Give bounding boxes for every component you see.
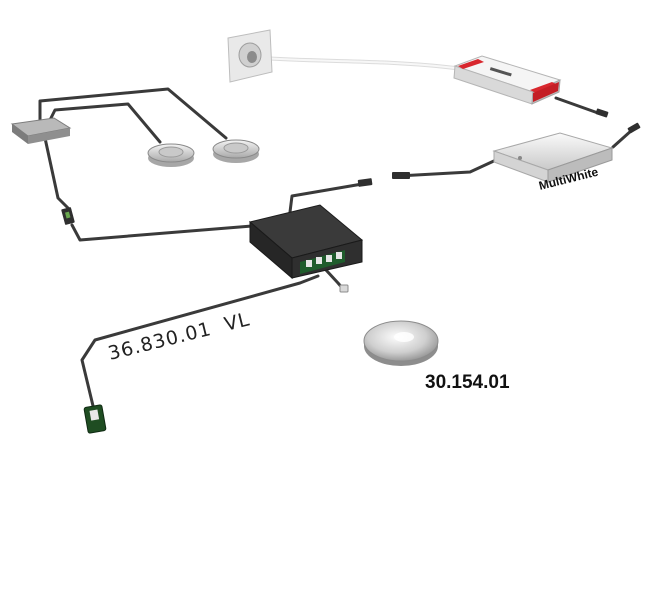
cable-connector-icon — [595, 108, 609, 118]
recessed-spotlight-icon — [147, 143, 195, 167]
touch-sensor-icon — [339, 284, 439, 366]
cable-connector-icon — [627, 122, 641, 134]
cable-connector-icon — [357, 178, 373, 187]
recessed-spotlight-icon — [212, 139, 260, 163]
cable-connector-icon — [392, 172, 410, 179]
control-box-icon — [248, 204, 364, 280]
cables — [38, 56, 634, 412]
sensor-part-number: 30.154.01 — [425, 372, 510, 393]
distributor-icon — [10, 117, 72, 144]
cable-connector-icon — [83, 404, 107, 434]
cable-connector-icon — [61, 207, 75, 225]
multiwhite-controller-icon: MultiWhite — [492, 132, 614, 193]
wall-socket-icon — [227, 29, 273, 83]
power-supply-icon — [453, 55, 562, 105]
